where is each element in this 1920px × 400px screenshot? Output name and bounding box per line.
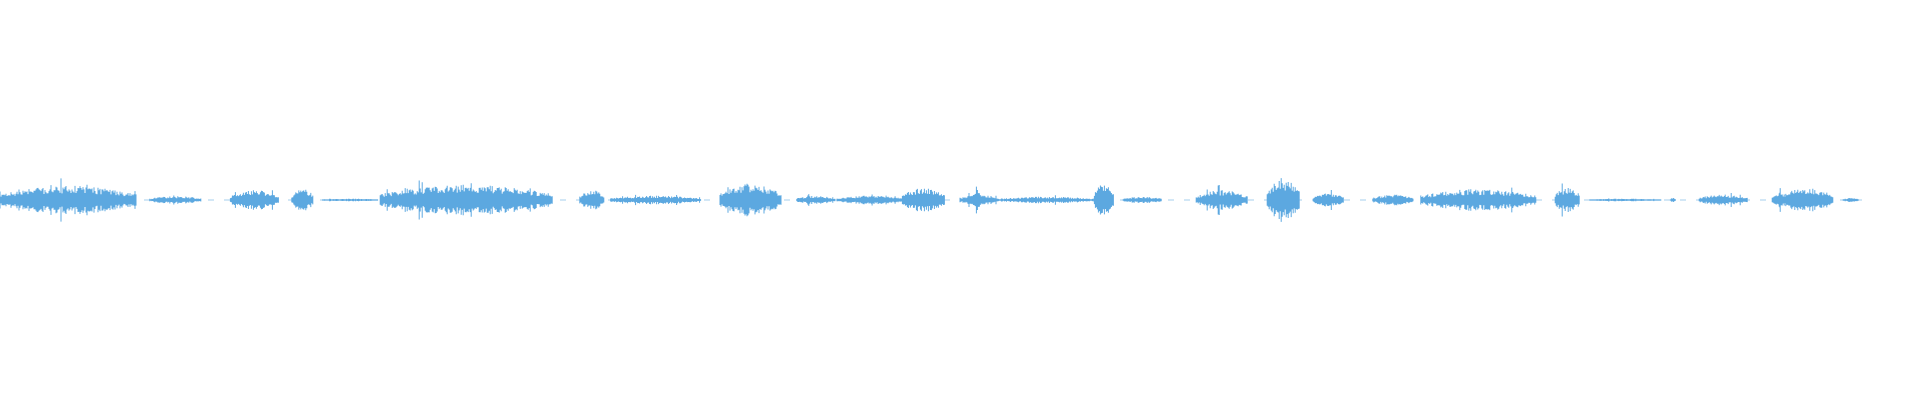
waveform-segment xyxy=(836,194,903,206)
waveform-segment xyxy=(1122,197,1162,203)
waveform-segment xyxy=(1195,185,1248,215)
waveform-segment xyxy=(1093,185,1114,215)
waveform-segment xyxy=(0,178,137,222)
waveform-segment xyxy=(997,195,1094,205)
waveform-segment xyxy=(322,198,379,202)
waveform-segment xyxy=(379,180,553,220)
waveform-segment xyxy=(901,188,945,212)
waveform-segment xyxy=(972,186,981,214)
waveform-segment xyxy=(291,189,314,211)
waveform-segment xyxy=(1842,198,1859,202)
waveform-segment xyxy=(1372,194,1414,206)
waveform-segment xyxy=(1420,187,1537,213)
waveform-segment xyxy=(610,194,702,206)
waveform-segment xyxy=(796,194,836,206)
waveform-segment xyxy=(1312,190,1344,210)
waveform-segment xyxy=(1669,198,1676,202)
waveform-segment xyxy=(1589,198,1662,202)
waveform-segment xyxy=(149,195,202,205)
waveform-segment xyxy=(1698,193,1748,207)
waveform-segment xyxy=(719,183,782,217)
waveform-segment xyxy=(579,190,605,210)
waveform-segment xyxy=(1779,188,1834,212)
waveform-segment xyxy=(1266,178,1300,222)
waveform-segment xyxy=(229,190,279,210)
waveform-segment xyxy=(1554,183,1580,217)
